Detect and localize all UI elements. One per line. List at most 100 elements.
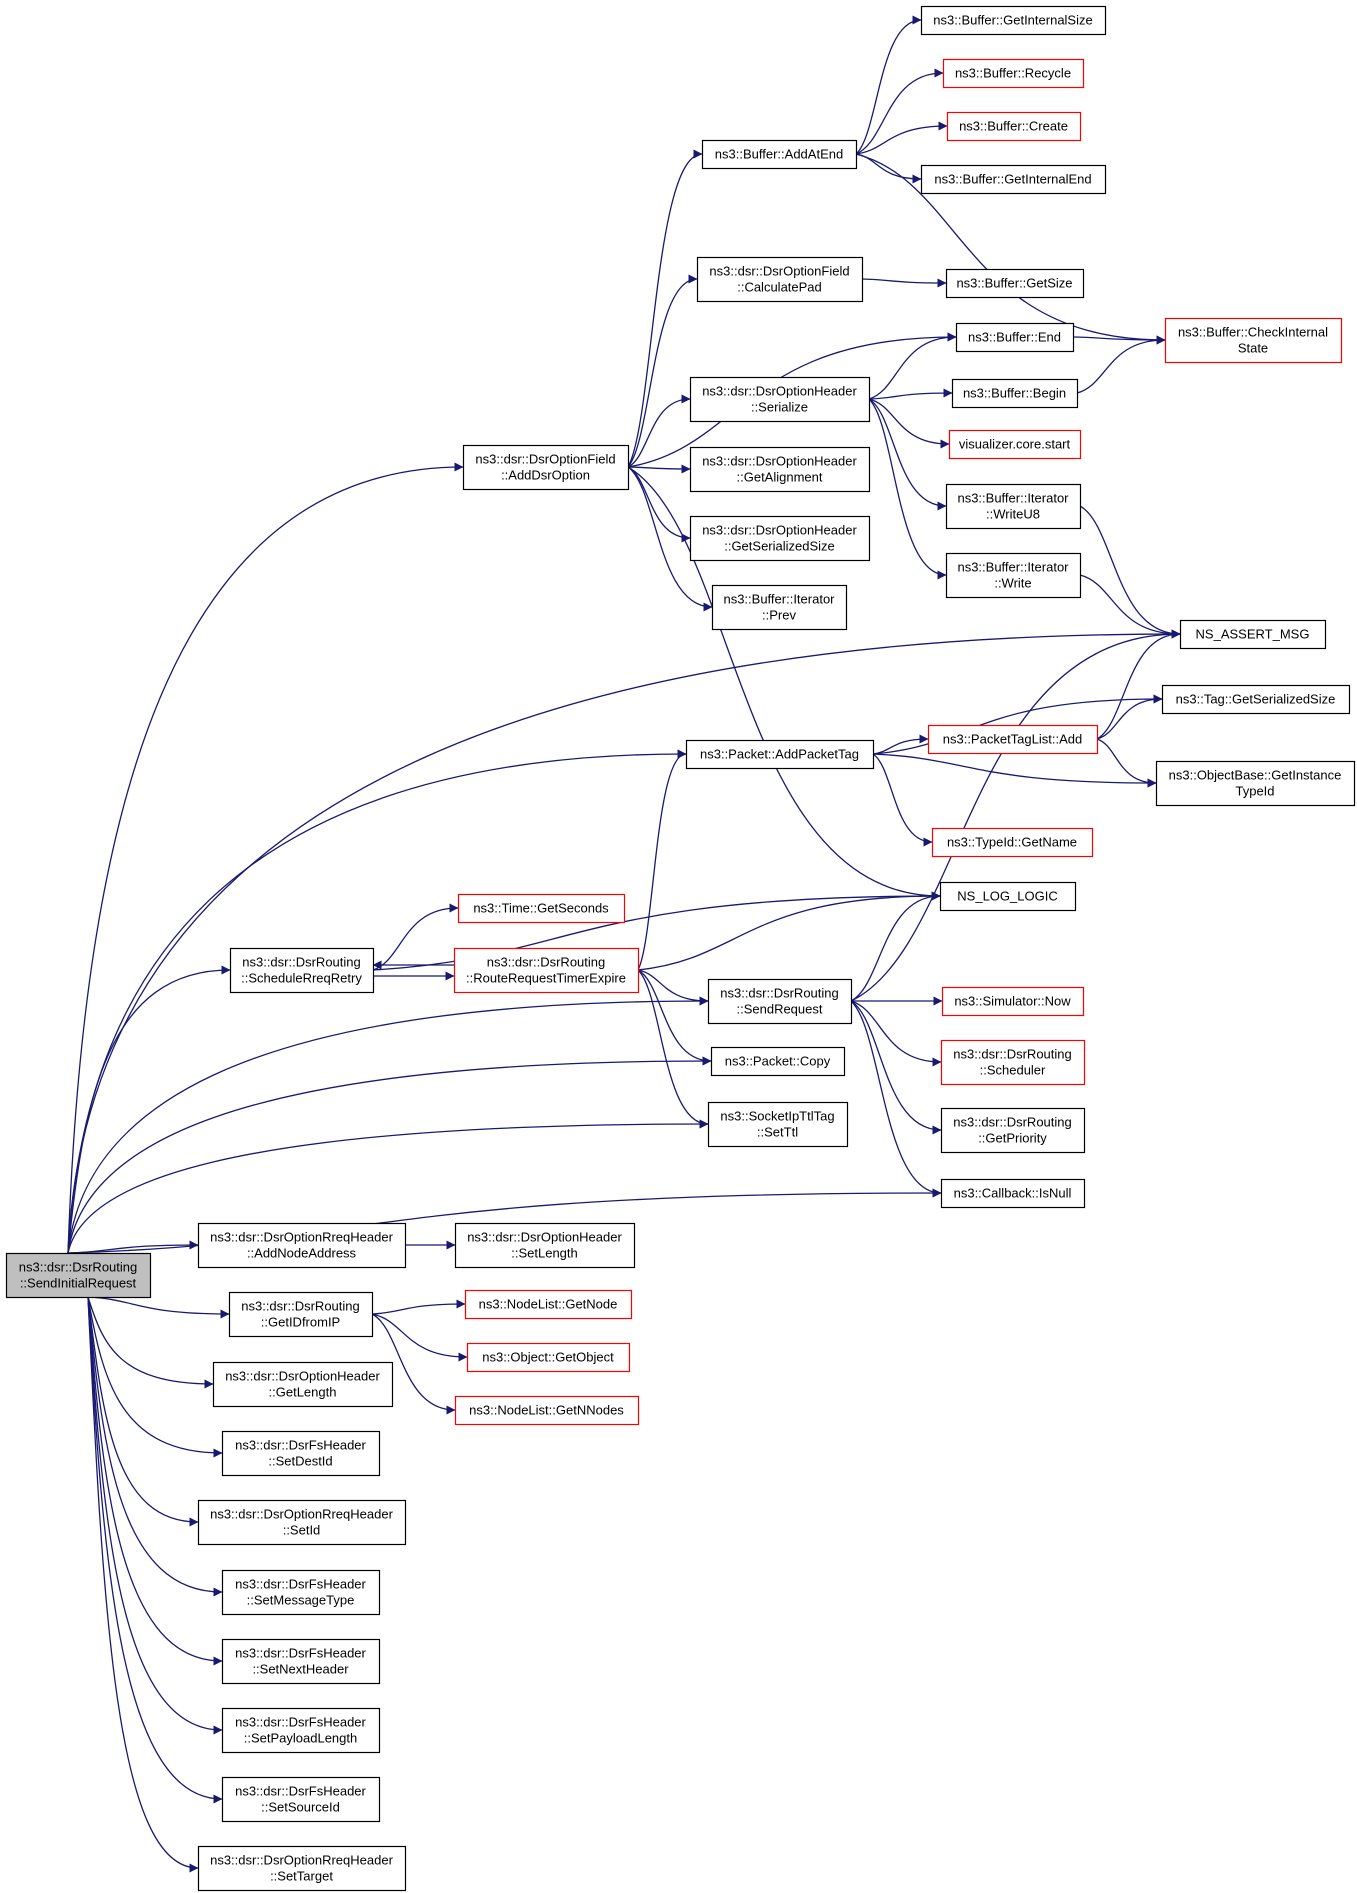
node-label-line: ns3::PacketTagList::Add xyxy=(943,732,1082,747)
node-label-line: ns3::dsr::DsrFsHeader xyxy=(235,1646,366,1661)
node-packet-tag-list-add[interactable]: ns3::PacketTagList::Add xyxy=(927,724,1099,755)
edge-route-request-timer-expire-to-set-ttl xyxy=(637,969,709,1129)
node-label-line: ns3::SocketIpTtlTag xyxy=(720,1109,834,1124)
node-visualizer-start[interactable]: visualizer.core.start xyxy=(948,429,1082,460)
node-box xyxy=(941,986,1085,1017)
node-get-alignment[interactable]: ns3::dsr::DsrOptionHeader::GetAlignment xyxy=(689,446,871,493)
node-get-size[interactable]: ns3::Buffer::GetSize xyxy=(945,268,1085,299)
node-add-at-end[interactable]: ns3::Buffer::AddAtEnd xyxy=(701,139,858,170)
node-label-line: ::SetMessageType xyxy=(247,1593,355,1608)
edge-get-i-dfrom-ip-to-node-list-get-n-nodes xyxy=(371,1313,456,1415)
edge-packet-tag-list-add-to-get-instance-type-id xyxy=(1096,738,1157,788)
edge-get-i-dfrom-ip-to-node-list-get-node xyxy=(371,1299,466,1315)
node-add-dsr-option[interactable]: ns3::dsr::DsrOptionField::AddDsrOption xyxy=(462,444,630,491)
node-label-line: ns3::Callback::IsNull xyxy=(954,1186,1072,1201)
edge-send-initial-request-to-packet-copy xyxy=(67,1056,712,1254)
node-set-source-id[interactable]: ns3::dsr::DsrFsHeader::SetSourceId xyxy=(221,1776,381,1823)
node-set-id[interactable]: ns3::dsr::DsrOptionRreqHeader::SetId xyxy=(197,1499,407,1546)
node-box xyxy=(940,1178,1086,1209)
node-label-line: ns3::dsr::DsrRouting xyxy=(242,955,361,970)
edge-send-request-to-scheduler xyxy=(850,1000,942,1067)
node-box xyxy=(221,1569,381,1616)
node-label-line: ns3::dsr::DsrRouting xyxy=(953,1115,1072,1130)
node-calculate-pad[interactable]: ns3::dsr::DsrOptionField::CalculatePad xyxy=(696,256,864,303)
node-callback-is-null[interactable]: ns3::Callback::IsNull xyxy=(940,1178,1086,1209)
node-buffer-end[interactable]: ns3::Buffer::End xyxy=(955,322,1075,353)
node-label-line: ns3::Buffer::GetSize xyxy=(956,276,1072,291)
node-get-i-dfrom-ip[interactable]: ns3::dsr::DsrRouting::GetIDfromIP xyxy=(228,1291,374,1338)
node-label-line: ::Scheduler xyxy=(980,1063,1046,1078)
node-label-line: ns3::dsr::DsrFsHeader xyxy=(235,1438,366,1453)
node-node-list-get-n-nodes[interactable]: ns3::NodeList::GetNNodes xyxy=(454,1395,640,1426)
node-get-internal-end[interactable]: ns3::Buffer::GetInternalEnd xyxy=(920,164,1107,195)
edge-add-at-end-to-get-internal-end xyxy=(855,153,922,184)
node-ns-assert-msg[interactable]: NS_ASSERT_MSG xyxy=(1179,619,1327,650)
node-time-get-seconds[interactable]: ns3::Time::GetSeconds xyxy=(457,893,626,924)
edge-packet-tag-list-add-to-ns-assert-msg xyxy=(1096,629,1181,740)
node-type-id-get-name[interactable]: ns3::TypeId::GetName xyxy=(931,827,1094,858)
node-set-target[interactable]: ns3::dsr::DsrOptionRreqHeader::SetTarget xyxy=(197,1845,407,1892)
node-create[interactable]: ns3::Buffer::Create xyxy=(946,111,1082,142)
node-set-next-header[interactable]: ns3::dsr::DsrFsHeader::SetNextHeader xyxy=(221,1638,381,1685)
node-set-payload-length[interactable]: ns3::dsr::DsrFsHeader::SetPayloadLength xyxy=(221,1707,381,1754)
edge-send-initial-request-to-set-id xyxy=(87,1296,199,1527)
node-ns-log-logic[interactable]: NS_LOG_LOGIC xyxy=(939,881,1077,912)
node-simulator-now[interactable]: ns3::Simulator::Now xyxy=(941,986,1085,1017)
edge-add-packet-tag-to-type-id-get-name xyxy=(872,753,933,847)
node-iter-prev[interactable]: ns3::Buffer::Iterator::Prev xyxy=(711,584,848,631)
node-send-initial-request[interactable]: ns3::dsr::DsrRouting::SendInitialRequest xyxy=(5,1252,152,1299)
node-schedule-rreq-retry[interactable]: ns3::dsr::DsrRouting::ScheduleRreqRetry xyxy=(229,947,375,994)
node-set-dest-id[interactable]: ns3::dsr::DsrFsHeader::SetDestId xyxy=(221,1430,381,1477)
node-set-ttl[interactable]: ns3::SocketIpTtlTag::SetTtl xyxy=(707,1101,849,1148)
node-buffer-begin[interactable]: ns3::Buffer::Begin xyxy=(951,378,1079,409)
node-set-length[interactable]: ns3::dsr::DsrOptionHeader::SetLength xyxy=(454,1222,636,1269)
node-get-length[interactable]: ns3::dsr::DsrOptionHeader::GetLength xyxy=(212,1361,394,1408)
node-label-line: ns3::dsr::DsrOptionHeader xyxy=(702,384,857,399)
node-hdr-get-serialized-size[interactable]: ns3::dsr::DsrOptionHeader::GetSerialized… xyxy=(689,515,871,562)
node-iter-write[interactable]: ns3::Buffer::Iterator::Write xyxy=(945,552,1082,599)
node-route-request-timer-expire[interactable]: ns3::dsr::DsrRouting::RouteRequestTimerE… xyxy=(453,947,640,994)
node-set-message-type[interactable]: ns3::dsr::DsrFsHeader::SetMessageType xyxy=(221,1569,381,1616)
node-label-line: ns3::dsr::DsrRouting xyxy=(720,986,839,1001)
node-label-line: ns3::dsr::DsrOptionHeader xyxy=(225,1369,380,1384)
node-send-request[interactable]: ns3::dsr::DsrRouting::SendRequest xyxy=(707,978,853,1025)
node-tag-get-serialized-size[interactable]: ns3::Tag::GetSerializedSize xyxy=(1161,684,1351,715)
node-label-line: ns3::Packet::AddPacketTag xyxy=(700,747,859,762)
node-box xyxy=(696,256,864,303)
node-get-internal-size[interactable]: ns3::Buffer::GetInternalSize xyxy=(920,5,1107,36)
edge-add-at-end-to-recycle xyxy=(855,68,944,155)
node-label-line: ns3::Buffer::Iterator xyxy=(723,592,835,607)
node-label-line: ns3::dsr::DsrRouting xyxy=(19,1260,138,1275)
node-label-line: ns3::dsr::DsrFsHeader xyxy=(235,1577,366,1592)
node-get-priority[interactable]: ns3::dsr::DsrRouting::GetPriority xyxy=(940,1107,1086,1154)
node-add-packet-tag[interactable]: ns3::Packet::AddPacketTag xyxy=(685,739,875,770)
node-label-line: ::SendRequest xyxy=(736,1002,822,1017)
edge-calculate-pad-to-get-size xyxy=(861,278,947,288)
node-label-line: ::Prev xyxy=(762,608,796,623)
node-scheduler[interactable]: ns3::dsr::DsrRouting::Scheduler xyxy=(940,1039,1086,1086)
node-node-list-get-node[interactable]: ns3::NodeList::GetNode xyxy=(464,1289,633,1320)
node-recycle[interactable]: ns3::Buffer::Recycle xyxy=(942,58,1085,89)
node-label-line: ns3::Buffer::Begin xyxy=(963,386,1066,401)
node-object-get-object[interactable]: ns3::Object::GetObject xyxy=(466,1342,631,1373)
edge-send-initial-request-to-set-ttl xyxy=(67,1119,709,1254)
edge-send-initial-request-to-get-length xyxy=(87,1296,214,1389)
node-label-line: ::Serialize xyxy=(751,400,808,415)
edge-add-dsr-option-to-hdr-get-serialized-size xyxy=(627,466,691,543)
node-label-line: ns3::Simulator::Now xyxy=(954,994,1071,1009)
node-label-line: ::CalculatePad xyxy=(737,280,822,295)
node-serialize[interactable]: ns3::dsr::DsrOptionHeader::Serialize xyxy=(689,376,871,423)
node-write-u8[interactable]: ns3::Buffer::Iterator::WriteU8 xyxy=(945,483,1082,530)
node-label-line: ns3::dsr::DsrOptionField xyxy=(475,452,615,467)
node-add-node-address[interactable]: ns3::dsr::DsrOptionRreqHeader::AddNodeAd… xyxy=(197,1222,407,1269)
edge-add-dsr-option-to-add-at-end xyxy=(627,149,703,468)
node-packet-copy[interactable]: ns3::Packet::Copy xyxy=(710,1046,846,1077)
node-box xyxy=(940,1039,1086,1086)
node-label-line: ::SetTtl xyxy=(757,1125,798,1140)
node-label-line: ::SetTarget xyxy=(270,1869,333,1884)
edge-send-request-to-ns-log-logic xyxy=(850,891,941,1002)
node-box xyxy=(466,1342,631,1373)
edge-add-dsr-option-to-iter-prev xyxy=(627,466,713,612)
